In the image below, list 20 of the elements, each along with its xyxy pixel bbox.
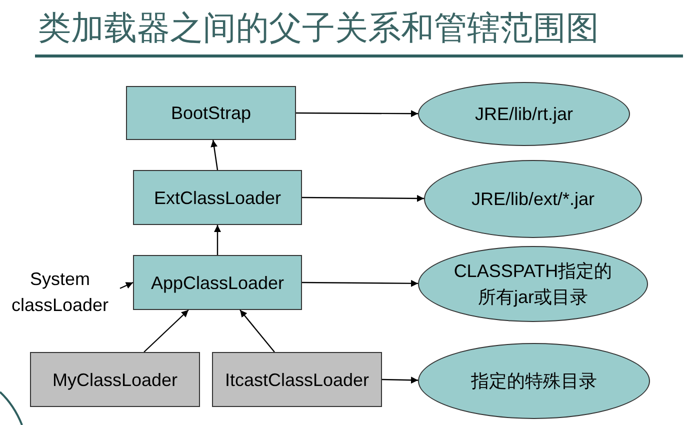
path-ellipse: 指定的特殊目录	[418, 343, 650, 419]
class-loader-box: BootStrap	[126, 86, 296, 140]
path-ellipse: CLASSPATH指定的所有jar或目录	[418, 246, 648, 322]
arrow	[296, 110, 418, 118]
arrow	[240, 310, 275, 352]
class-loader-box: MyClassLoader	[30, 352, 200, 407]
arrow	[210, 140, 218, 170]
path-ellipse: JRE/lib/ext/*.jar	[424, 160, 642, 238]
arrow	[382, 376, 418, 384]
class-loader-box: ExtClassLoader	[133, 170, 302, 225]
path-ellipse: JRE/lib/rt.jar	[418, 82, 630, 146]
side-label: System classLoader	[0, 264, 120, 320]
class-loader-box: AppClassLoader	[133, 255, 302, 310]
title: 类加载器之间的父子关系和管辖范围图	[38, 7, 599, 49]
class-loader-box: ItcastClassLoader	[212, 352, 382, 407]
arrow	[120, 282, 134, 289]
arrow	[214, 225, 221, 255]
arrow	[302, 194, 424, 202]
arrow	[144, 310, 189, 352]
arrow	[302, 280, 418, 287]
